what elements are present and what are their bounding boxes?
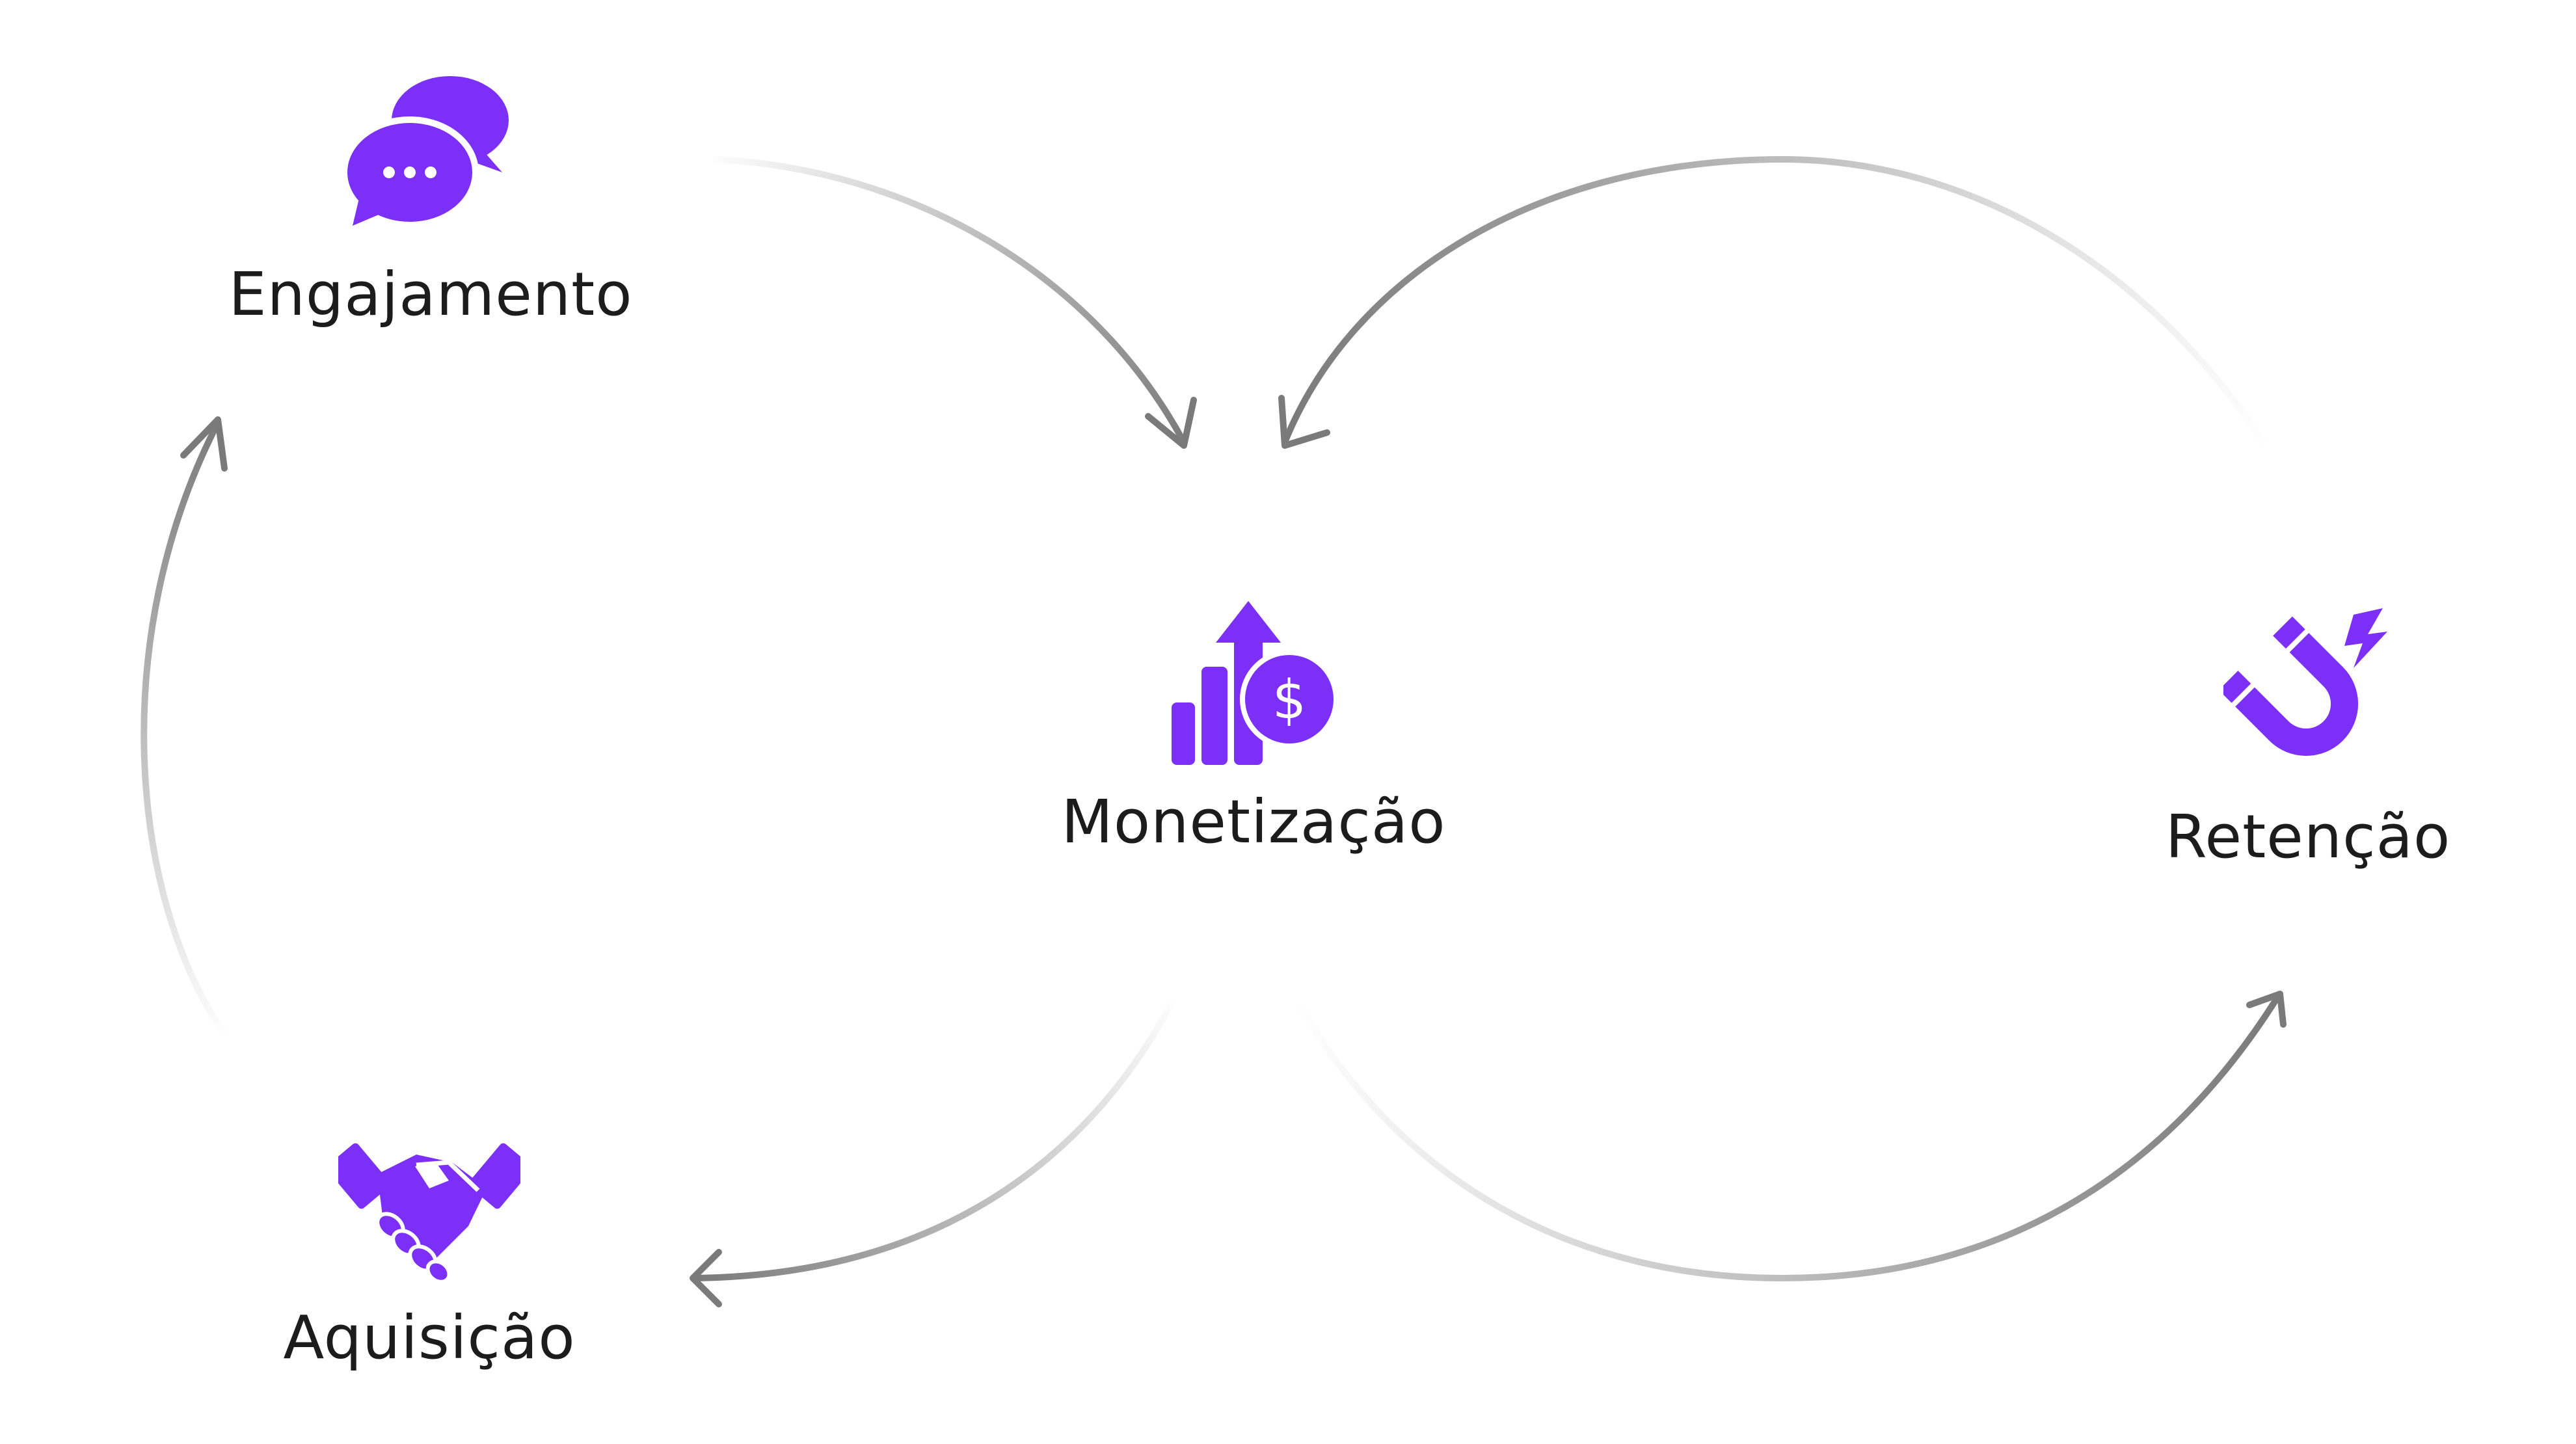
- magnet-icon: [2223, 608, 2387, 756]
- node-retencao: Retenção: [2048, 608, 2568, 872]
- arrow-engajamento-to-monetizacao: [712, 156, 1187, 446]
- arrow-monetizacao-to-retencao: [1298, 995, 2280, 1282]
- node-monetizacao: $ Monetização: [993, 598, 1514, 857]
- arrowhead-aquisicao: [690, 1249, 722, 1307]
- handshake-icon: [338, 1143, 520, 1284]
- arrow-retencao-to-monetizacao: [1281, 155, 2267, 446]
- node-aquisicao: Aquisição: [169, 1129, 690, 1372]
- chat-bubbles-icon: [346, 76, 509, 228]
- arrow-monetizacao-to-aquisicao: [693, 1002, 1174, 1281]
- node-engajamento: Engajamento: [170, 75, 691, 329]
- node-label-retencao: Retenção: [2165, 802, 2451, 872]
- arrow-aquisicao-to-engajamento: [141, 420, 228, 1037]
- node-label-monetizacao: Monetização: [1061, 787, 1446, 857]
- svg-text:$: $: [1272, 669, 1306, 731]
- arrowhead-monetizacao-left: [1145, 397, 1197, 449]
- growth-chart-dollar-icon: $: [1172, 601, 1338, 765]
- node-label-engajamento: Engajamento: [228, 260, 633, 329]
- node-label-aquisicao: Aquisição: [283, 1303, 576, 1372]
- arrowhead-monetizacao-right: [1278, 395, 1330, 449]
- arrowhead-retencao: [2246, 991, 2287, 1028]
- arrowhead-engajamento: [180, 416, 228, 472]
